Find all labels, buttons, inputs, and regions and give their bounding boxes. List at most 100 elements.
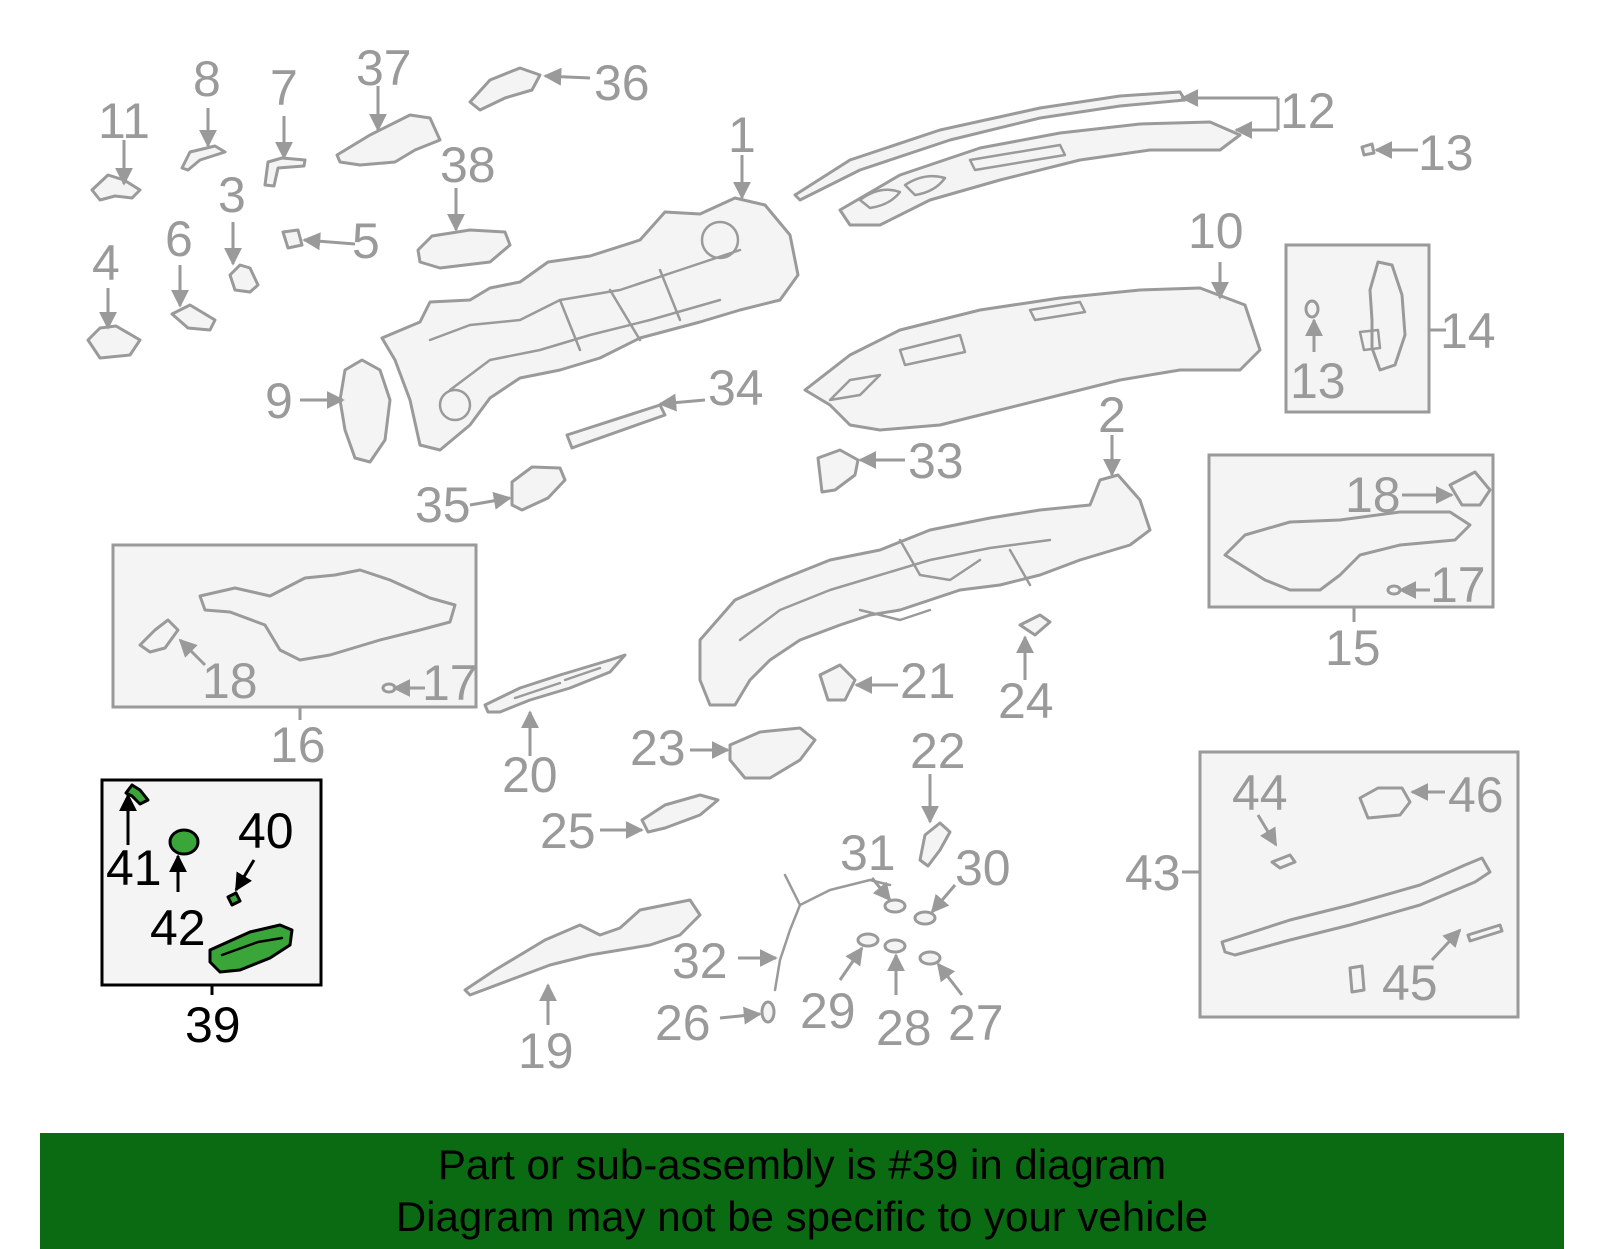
callout-7: 7	[270, 60, 298, 116]
callout-5: 5	[352, 213, 380, 269]
callout-9: 9	[265, 373, 293, 429]
callout-4: 4	[92, 235, 120, 291]
callout-12: 12	[1280, 83, 1336, 139]
part-6-bracket[interactable]	[170, 303, 217, 332]
banner-line-2: Diagram may not be specific to your vehi…	[395, 1193, 1209, 1240]
part-21-vent[interactable]	[818, 663, 857, 702]
part-3-clip[interactable]	[228, 263, 260, 294]
part-45-plug[interactable]	[1348, 964, 1366, 994]
callout-40: 40	[238, 803, 294, 859]
callout-29: 29	[800, 983, 856, 1039]
callout-1: 1	[728, 107, 756, 163]
callout-6: 6	[165, 211, 193, 267]
callout-13-box: 13	[1290, 353, 1346, 409]
part-39-duct-assembly[interactable]	[208, 923, 294, 974]
callout-11: 11	[98, 93, 150, 149]
callout-17-right: 17	[1430, 557, 1486, 613]
part-16-duct[interactable]	[198, 568, 457, 662]
part-32-harness[interactable]	[773, 873, 892, 992]
part-4-bracket[interactable]	[86, 324, 142, 360]
part-10-panel-pad[interactable]	[803, 286, 1262, 432]
callout-45: 45	[1382, 955, 1438, 1011]
callout-44: 44	[1232, 765, 1288, 821]
callout-19: 19	[518, 1023, 574, 1079]
part-20-trim-strip[interactable]	[483, 653, 627, 714]
part-30-switch[interactable]	[913, 910, 937, 926]
part-31-switch[interactable]	[883, 898, 907, 914]
part-12-defroster-trim[interactable]	[793, 90, 1242, 227]
part-13-clip[interactable]	[1360, 142, 1376, 157]
callout-16: 16	[270, 717, 326, 773]
callout-30: 30	[955, 840, 1011, 896]
part-44-grommet[interactable]	[1270, 853, 1297, 870]
callout-2: 2	[1098, 387, 1126, 443]
callout-37: 37	[356, 40, 412, 96]
callout-21: 21	[900, 653, 956, 709]
part-8-bracket[interactable]	[180, 144, 227, 172]
part-34-bar[interactable]	[565, 403, 667, 450]
callout-26: 26	[655, 995, 711, 1051]
part-35-bracket[interactable]	[510, 465, 567, 512]
part-17-clip-b[interactable]	[381, 682, 397, 694]
part-37-duct[interactable]	[335, 113, 442, 167]
part-7-bracket[interactable]	[263, 156, 307, 188]
part-19-trim-panel[interactable]	[463, 898, 702, 997]
part-45-clip[interactable]	[1466, 923, 1504, 943]
part-17-clip-a[interactable]	[1386, 584, 1402, 596]
callout-35: 35	[415, 477, 471, 533]
callout-38: 38	[440, 137, 496, 193]
callout-24: 24	[998, 673, 1054, 729]
callout-18-left: 18	[202, 653, 258, 709]
callout-33: 33	[908, 433, 964, 489]
callout-27: 27	[948, 995, 1004, 1051]
callout-14: 14	[1440, 303, 1496, 359]
part-5-clip[interactable]	[281, 228, 304, 250]
callout-15: 15	[1325, 620, 1381, 676]
part-25-bracket[interactable]	[640, 793, 720, 834]
callout-13-top: 13	[1418, 125, 1474, 181]
info-banner: Part or sub-assembly is #39 in diagram D…	[40, 1133, 1564, 1249]
callout-18-right: 18	[1345, 467, 1401, 523]
banner-line-1: Part or sub-assembly is #39 in diagram	[437, 1141, 1167, 1188]
part-36-vent[interactable]	[468, 66, 542, 112]
callout-17-left: 17	[422, 655, 478, 711]
part-42-grommet[interactable]	[168, 828, 200, 856]
callout-36: 36	[594, 55, 650, 111]
part-2-panel-lower[interactable]	[698, 473, 1152, 707]
callout-39: 39	[185, 997, 241, 1053]
callout-31: 31	[840, 825, 896, 881]
part-11-clip[interactable]	[90, 173, 142, 202]
part-22-bracket[interactable]	[918, 821, 952, 868]
part-29-switch[interactable]	[856, 932, 880, 948]
part-27-switch[interactable]	[918, 950, 942, 966]
leader-lines	[99, 67, 1462, 1025]
part-33-bracket[interactable]	[816, 448, 860, 494]
callout-32: 32	[672, 933, 728, 989]
part-28-switch[interactable]	[883, 938, 907, 954]
part-46-vent[interactable]	[1358, 786, 1412, 820]
part-18-vent-a[interactable]	[1448, 470, 1492, 507]
callout-8: 8	[193, 51, 221, 107]
callout-42: 42	[150, 900, 206, 956]
part-13-grommet[interactable]	[1304, 299, 1320, 319]
callout-41: 41	[106, 840, 162, 896]
part-9-bracket[interactable]	[338, 358, 392, 464]
part-18-vent-b[interactable]	[138, 618, 180, 654]
part-26-plug[interactable]	[760, 1000, 776, 1024]
part-24-vent[interactable]	[1018, 613, 1052, 637]
callout-3: 3	[218, 167, 246, 223]
part-40-screw[interactable]	[226, 891, 242, 907]
callout-34: 34	[708, 360, 764, 416]
callout-28: 28	[876, 1000, 932, 1056]
callout-23: 23	[630, 720, 686, 776]
part-15-duct[interactable]	[1223, 510, 1472, 592]
part-1-carrier[interactable]	[380, 196, 800, 452]
part-38-vent[interactable]	[416, 228, 512, 270]
part-23-airbag[interactable]	[728, 726, 817, 780]
callout-22: 22	[910, 723, 966, 779]
part-43-duct[interactable]	[1220, 856, 1492, 957]
callout-46: 46	[1448, 767, 1504, 823]
callout-numbers: 1 2 3 4 5 6 7 8 9 10 11 12 13 13 14 15 1…	[92, 40, 1504, 1079]
callout-10: 10	[1188, 203, 1244, 259]
